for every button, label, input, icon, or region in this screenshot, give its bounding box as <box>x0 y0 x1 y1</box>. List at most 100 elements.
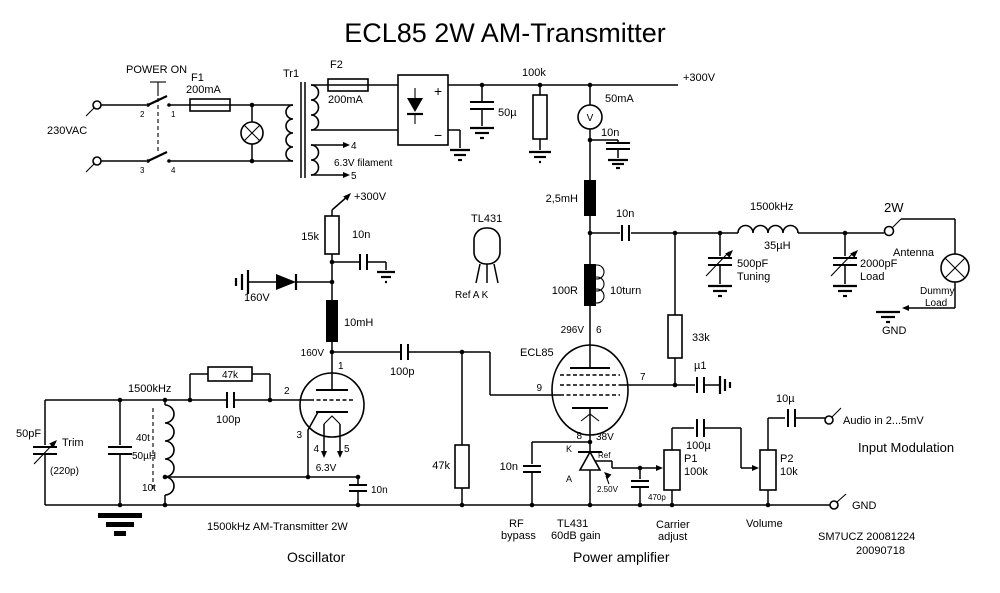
bridge-rectifier <box>397 74 449 146</box>
trimmer-label: Trim <box>62 437 84 449</box>
osc-coil <box>164 404 175 496</box>
bleeder-label: 100k <box>522 67 546 79</box>
subtitle-label: 1500kHz AM-Transmitter 2W <box>207 521 348 533</box>
p2-wiper-arrow <box>752 465 759 471</box>
fuse-f2 <box>327 78 369 92</box>
filament-secondary <box>310 144 320 176</box>
bleeder-resistor <box>532 94 548 140</box>
osc-pin2: 2 <box>284 386 290 397</box>
load-label: Load <box>860 271 884 283</box>
rectifier-section: F2 200mA + − <box>311 59 470 162</box>
p1-potentiometer <box>663 449 681 491</box>
screen-resistor <box>667 314 683 359</box>
transformer-label: Tr1 <box>283 68 299 80</box>
meter-symbol: V <box>587 113 594 124</box>
input-modulation-label: Input Modulation <box>858 440 954 455</box>
osc-rail-label: +300V <box>354 191 387 203</box>
load-cap-label: 2000pF <box>860 258 898 270</box>
coupling-cap-osc-label: 100p <box>390 366 414 378</box>
heater-arrow-4 <box>321 451 327 458</box>
gnd-arrow <box>902 305 909 311</box>
filament-pin-4: 4 <box>351 141 357 152</box>
load-arrow <box>850 250 858 258</box>
pa-pin7: 7 <box>640 372 646 383</box>
tl431-name-label: TL431 <box>557 518 588 530</box>
grid-leak-label: 47k <box>222 370 239 381</box>
tl431-k-label: K <box>566 444 572 454</box>
author-label: SM7UCZ 20081224 <box>818 531 915 543</box>
coil-tap-label: 10t <box>142 483 156 494</box>
tl431-a-label: A <box>566 474 572 484</box>
osc-choke <box>326 300 338 342</box>
interstage-coupling: 100p 47k <box>332 344 560 505</box>
oscillator-tube: 1 2 3 4 5 6.3V <box>270 361 365 477</box>
pa-section-label: Power amplifier <box>573 549 670 565</box>
ref-voltage-arrow <box>604 472 612 479</box>
dummy-label-1: Dummy <box>920 286 954 297</box>
switch-pin-2: 2 <box>140 110 145 119</box>
rf-bypass-label-1: RF <box>509 518 524 530</box>
coupling-cap-label: 10n <box>616 208 634 220</box>
mains-terminal-neutral <box>92 156 102 166</box>
filter-cap-label: 50µ <box>498 107 517 119</box>
bridge-plus-sign: + <box>434 83 442 99</box>
bridge-diode-icon <box>407 98 423 112</box>
ref-voltage-label: 2.50V <box>597 485 619 494</box>
meter-range-label: 50mA <box>605 93 634 105</box>
annotations: RF bypass TL431 60dB gain Carrier adjust… <box>207 518 915 565</box>
tank-coil <box>737 224 799 234</box>
page-title: ECL85 2W AM-Transmitter <box>344 18 666 48</box>
mains-voltage-label: 230VAC <box>47 125 87 137</box>
c10u-label: 10µ <box>776 393 795 405</box>
coil-inductance-label: 50µH <box>132 451 156 462</box>
osc-freq-label: 1500kHz <box>128 383 171 395</box>
osc-pin5: 5 <box>344 444 350 455</box>
cathode-voltage-label: 38V <box>596 432 614 443</box>
cathode-cap-label: 10n <box>371 485 388 496</box>
dropper-label: 15k <box>301 231 319 243</box>
osc-node-voltage: 160V <box>301 348 325 359</box>
tank-coil-label: 35µH <box>764 240 791 252</box>
gnd-terminal <box>829 500 839 510</box>
carrier-label-2: adjust <box>658 531 687 543</box>
p2-label: P2 <box>780 453 793 465</box>
pa-plate-chain: 2,5mH 100R 10turn 296V 6 <box>546 180 641 345</box>
pa-grid-resistor-label: 47k <box>432 460 450 472</box>
to92-outline <box>473 227 501 265</box>
pa-tube-label: ECL85 <box>520 347 554 359</box>
filament-pin-5: 5 <box>351 171 357 182</box>
p1-value: 100k <box>684 466 708 478</box>
screen-resistor-label: 33k <box>692 332 710 344</box>
audio-in-label: Audio in 2...5mV <box>843 415 924 427</box>
mains-input-section: 230VAC POWER ON 2 1 3 4 F1 200mA <box>47 64 293 175</box>
tl431-package-name: TL431 <box>471 213 502 225</box>
cathode-modulator: 10n K A Ref 2.50V 470p <box>500 439 666 505</box>
filament-label: 6.3V filament <box>334 158 393 169</box>
tl431-package-pins: Ref A K <box>455 290 489 301</box>
ground-bus: GND <box>45 493 877 536</box>
pa-pin8: 8 <box>576 431 582 442</box>
gnd-right-label: GND <box>882 325 907 337</box>
p1-label: P1 <box>684 453 697 465</box>
osc-pin1: 1 <box>338 361 344 372</box>
transformer-tr1: Tr1 4 6.3V filament 5 <box>283 68 393 182</box>
anode-voltage-label: 296V <box>561 325 585 336</box>
trimmer-value-label: 50pF <box>16 428 41 440</box>
grid-cap-label: 100p <box>216 414 240 426</box>
primary-winding <box>285 104 294 162</box>
trimmer-max-label: (220p) <box>50 466 79 477</box>
pa-grid-resistor <box>454 444 470 489</box>
gnd-bottom-label: GND <box>852 500 877 512</box>
dropper-resistor <box>324 215 340 255</box>
plate-choke <box>584 180 596 216</box>
osc-rail-arrow <box>343 193 351 201</box>
fuse-f1-rating: 200mA <box>186 84 222 96</box>
dummy-label-2: Load <box>925 298 947 309</box>
osc-pin3: 3 <box>296 430 302 441</box>
switch-pin-4: 4 <box>171 166 176 175</box>
oscillator-supply: +300V 15k 10n 160V 10mH 160V <box>234 191 395 373</box>
volume-label: Volume <box>746 518 783 530</box>
carrier-label-1: Carrier <box>656 519 690 531</box>
